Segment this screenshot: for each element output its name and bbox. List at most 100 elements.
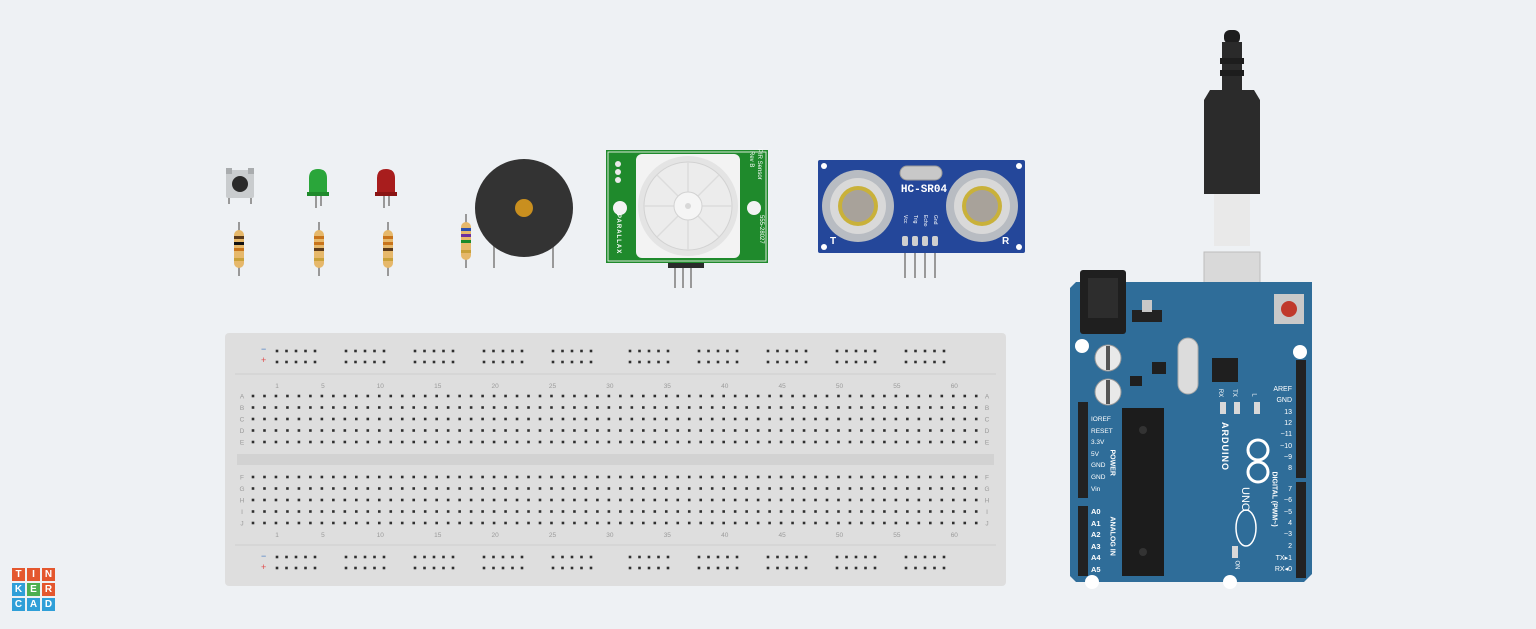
breadboard-hole[interactable] (377, 498, 381, 502)
breadboard-hole[interactable] (914, 566, 917, 570)
breadboard-hole[interactable] (286, 417, 289, 421)
breadboard-hole[interactable] (389, 487, 393, 490)
breadboard-hole[interactable] (929, 498, 932, 502)
breadboard-hole[interactable] (274, 417, 278, 421)
breadboard-hole[interactable] (804, 555, 808, 559)
breadboard-hole[interactable] (906, 406, 909, 409)
resistor-1[interactable] (231, 222, 247, 276)
breadboard-hole[interactable] (607, 510, 611, 513)
breadboard-hole[interactable] (251, 429, 255, 432)
breadboard-hole[interactable] (343, 429, 347, 432)
breadboard-hole[interactable] (251, 475, 255, 479)
breadboard-hole[interactable] (837, 417, 840, 421)
breadboard-hole[interactable] (710, 394, 714, 398)
breadboard-hole[interactable] (942, 566, 946, 570)
breadboard-hole[interactable] (332, 440, 335, 444)
breadboard-hole[interactable] (561, 417, 565, 421)
breadboard-hole[interactable] (963, 429, 967, 432)
breadboard-hole[interactable] (589, 360, 593, 364)
breadboard-hole[interactable] (707, 349, 710, 353)
breadboard-hole[interactable] (382, 566, 386, 570)
breadboard-hole[interactable] (963, 487, 967, 490)
breadboard-hole[interactable] (458, 417, 461, 421)
breadboard-hole[interactable] (596, 406, 599, 409)
breadboard-hole[interactable] (642, 475, 645, 479)
breadboard-hole[interactable] (550, 498, 553, 502)
breadboard-hole[interactable] (647, 555, 651, 559)
breadboard-hole[interactable] (848, 429, 852, 432)
breadboard-hole[interactable] (584, 487, 588, 490)
breadboard-hole[interactable] (309, 406, 312, 409)
breadboard-hole[interactable] (596, 487, 599, 490)
breadboard-hole[interactable] (527, 440, 530, 444)
breadboard-hole[interactable] (940, 417, 944, 421)
breadboard-hole[interactable] (883, 487, 886, 490)
breadboard-hole[interactable] (550, 417, 553, 421)
breadboard-hole[interactable] (332, 394, 335, 398)
breadboard-hole[interactable] (710, 510, 714, 513)
breadboard-hole[interactable] (929, 510, 932, 513)
breadboard-hole[interactable] (929, 487, 932, 490)
breadboard-hole[interactable] (527, 521, 530, 525)
breadboard-hole[interactable] (580, 349, 583, 353)
breadboard-hole[interactable] (664, 487, 668, 490)
breadboard-hole[interactable] (589, 566, 593, 570)
breadboard-hole[interactable] (332, 498, 335, 502)
breadboard-hole[interactable] (432, 360, 436, 364)
breadboard-hole[interactable] (286, 487, 289, 490)
breadboard-hole[interactable] (860, 406, 863, 409)
breadboard-hole[interactable] (825, 487, 829, 490)
breadboard-hole[interactable] (653, 498, 657, 502)
breadboard-hole[interactable] (607, 487, 611, 490)
breadboard-hole[interactable] (435, 406, 438, 409)
breadboard-hole[interactable] (607, 440, 611, 444)
breadboard-hole[interactable] (550, 440, 553, 444)
breadboard-hole[interactable] (538, 521, 542, 525)
breadboard-hole[interactable] (538, 406, 542, 409)
breadboard-hole[interactable] (664, 510, 668, 513)
breadboard-hole[interactable] (779, 440, 783, 444)
breadboard-hole[interactable] (580, 566, 583, 570)
breadboard-hole[interactable] (561, 440, 565, 444)
breadboard-hole[interactable] (894, 394, 898, 398)
breadboard-hole[interactable] (710, 429, 714, 432)
breadboard-hole[interactable] (883, 417, 886, 421)
breadboard-hole[interactable] (596, 417, 599, 421)
breadboard-hole[interactable] (779, 475, 783, 479)
breadboard-hole[interactable] (638, 555, 641, 559)
breadboard-hole[interactable] (596, 521, 599, 525)
breadboard-hole[interactable] (756, 510, 760, 513)
breadboard-hole[interactable] (492, 521, 496, 525)
breadboard-hole[interactable] (413, 360, 417, 364)
breadboard-hole[interactable] (451, 566, 455, 570)
breadboard-hole[interactable] (400, 498, 404, 502)
breadboard-hole[interactable] (520, 566, 524, 570)
breadboard-hole[interactable] (735, 360, 739, 364)
breadboard-hole[interactable] (657, 566, 660, 570)
breadboard-hole[interactable] (837, 521, 840, 525)
breadboard-hole[interactable] (871, 521, 875, 525)
breadboard-hole[interactable] (791, 498, 794, 502)
breadboard-hole[interactable] (653, 510, 657, 513)
breadboard-hole[interactable] (492, 429, 496, 432)
breadboard-hole[interactable] (848, 487, 852, 490)
breadboard-hole[interactable] (917, 498, 921, 502)
breadboard-hole[interactable] (550, 394, 553, 398)
breadboard-hole[interactable] (504, 417, 507, 421)
breadboard-hole[interactable] (848, 440, 852, 444)
breadboard-hole[interactable] (343, 475, 347, 479)
breadboard-hole[interactable] (825, 429, 829, 432)
breadboard-hole[interactable] (906, 521, 909, 525)
breadboard-hole[interactable] (940, 406, 944, 409)
breadboard-hole[interactable] (733, 440, 737, 444)
breadboard-hole[interactable] (561, 487, 565, 490)
breadboard-hole[interactable] (933, 566, 936, 570)
breadboard-hole[interactable] (263, 487, 266, 490)
breadboard-hole[interactable] (722, 394, 725, 398)
breadboard-hole[interactable] (664, 498, 668, 502)
breadboard-hole[interactable] (768, 498, 771, 502)
breadboard-hole[interactable] (423, 349, 426, 353)
breadboard-hole[interactable] (951, 406, 955, 409)
breadboard-hole[interactable] (871, 475, 875, 479)
breadboard-hole[interactable] (423, 406, 427, 409)
